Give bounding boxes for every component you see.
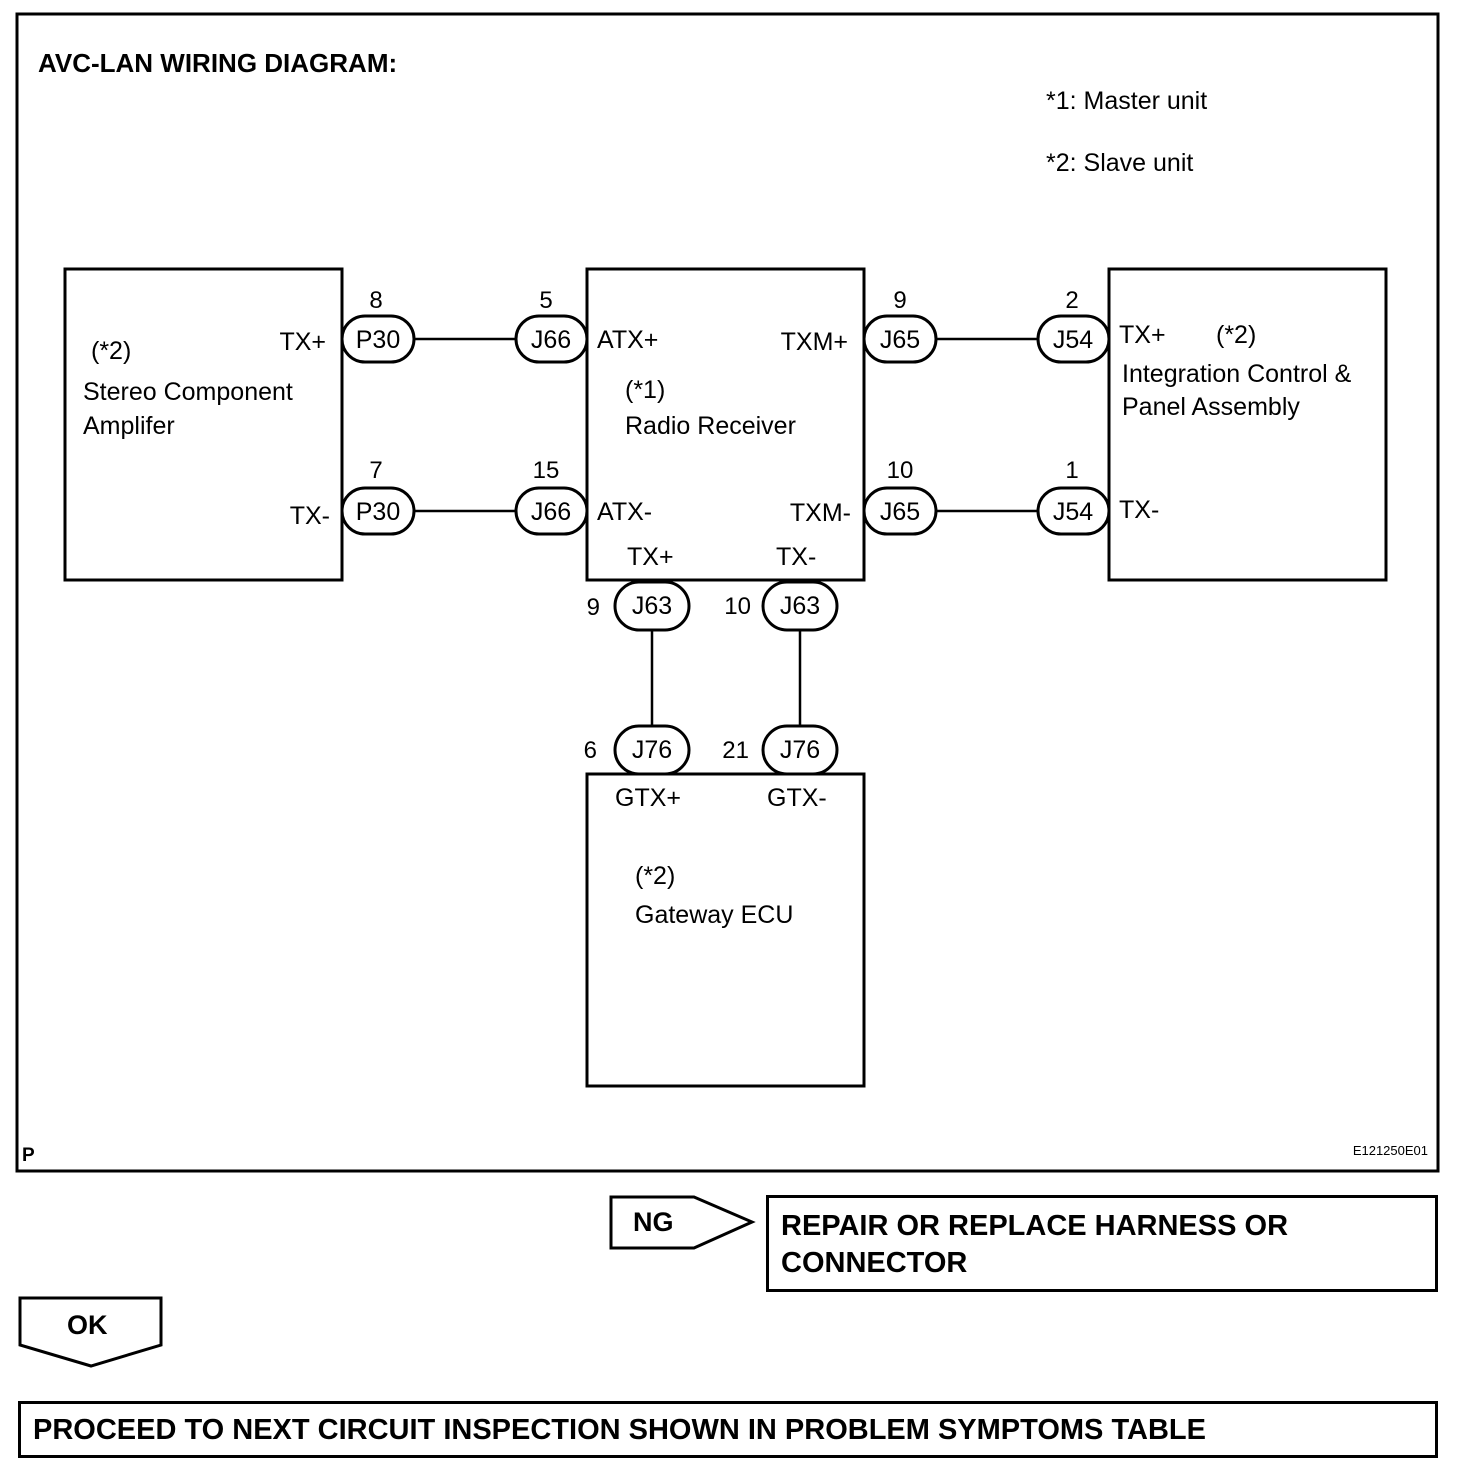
figure-id: E121250E01 <box>1353 1143 1428 1158</box>
gateway-note: (*2) <box>635 862 675 890</box>
radio-name: Radio Receiver <box>625 412 796 440</box>
amplifier-box <box>63 267 344 582</box>
connector-shapes <box>340 314 1111 776</box>
connector-id: J65 <box>880 498 920 526</box>
connector-j65-pin9 <box>862 314 938 364</box>
pin-number: 9 <box>587 594 600 621</box>
connector-id: J54 <box>1053 498 1093 526</box>
amplifier-name: Amplifer <box>83 412 175 440</box>
radio-pin-label: TXM+ <box>781 328 848 356</box>
pin-number: 10 <box>887 457 914 484</box>
ng-result-box: REPAIR OR REPLACE HARNESS OR CONNECTOR <box>766 1195 1438 1292</box>
connector-j76-pin21 <box>761 724 839 776</box>
integration-name: Panel Assembly <box>1122 393 1300 421</box>
gateway-pin-label: GTX- <box>767 784 827 812</box>
radio-pin-label: ATX- <box>597 498 652 526</box>
pin-number: 9 <box>893 287 906 314</box>
pin-number: 7 <box>369 457 382 484</box>
connector-id: J63 <box>632 592 672 620</box>
connector-j65-pin10 <box>862 486 938 536</box>
gateway-pin-label: GTX+ <box>615 784 681 812</box>
radio-receiver-box <box>585 267 866 582</box>
ng-arrow <box>609 1195 756 1250</box>
integration-panel-box <box>1107 267 1388 582</box>
ok-arrow <box>18 1296 163 1368</box>
pin-numbers: 8 7 5 15 9 10 2 1 9 10 6 21 <box>369 287 1078 764</box>
connector-j66-pin15 <box>514 486 589 536</box>
pin-number: 6 <box>584 737 597 764</box>
amplifier-note: (*2) <box>91 337 131 365</box>
pin-number: 2 <box>1065 287 1078 314</box>
integration-pin-label: TX+ <box>1119 321 1166 349</box>
integration-name: Integration Control & <box>1122 360 1352 388</box>
pin-number: 5 <box>539 287 552 314</box>
legend-slave: *2: Slave unit <box>1046 149 1193 177</box>
ng-result-line: REPAIR OR REPLACE HARNESS OR <box>781 1210 1289 1242</box>
connector-p30-pin7 <box>340 486 416 536</box>
amplifier-name: Stereo Component <box>83 378 293 406</box>
connector-ids: P30 P30 J66 J66 J65 J65 J54 J54 J63 J63 … <box>356 326 1093 764</box>
integration-pin-label: TX- <box>1119 496 1159 524</box>
component-labels: (*2) Stereo Component Amplifer TX+ TX- (… <box>83 321 1352 929</box>
connector-j54-pin1 <box>1036 486 1111 536</box>
diagram-title: AVC-LAN WIRING DIAGRAM: <box>38 48 397 78</box>
proceed-text: PROCEED TO NEXT CIRCUIT INSPECTION SHOWN… <box>33 1414 1206 1446</box>
legend-master: *1: Master unit <box>1046 87 1207 115</box>
connector-id: J66 <box>531 498 571 526</box>
diagram-frame <box>15 12 1440 1173</box>
connector-id: P30 <box>356 326 400 354</box>
radio-note: (*1) <box>625 376 665 404</box>
pin-number: 8 <box>369 287 382 314</box>
ng-result-line: CONNECTOR <box>781 1247 968 1279</box>
pin-number: 1 <box>1065 457 1078 484</box>
gateway-name: Gateway ECU <box>635 901 793 929</box>
connector-id: J63 <box>780 592 820 620</box>
connector-id: J76 <box>780 736 820 764</box>
amplifier-pin-label: TX+ <box>279 328 326 356</box>
proceed-box: PROCEED TO NEXT CIRCUIT INSPECTION SHOWN… <box>18 1401 1438 1458</box>
wires <box>414 337 1038 726</box>
connector-j63-pin9 <box>613 580 691 632</box>
amplifier-pin-label: TX- <box>290 502 330 530</box>
connector-j66-pin5 <box>514 314 589 364</box>
connector-id: J66 <box>531 326 571 354</box>
connector-j76-pin6 <box>613 724 691 776</box>
connector-id: P30 <box>356 498 400 526</box>
pin-number: 21 <box>722 737 749 764</box>
connector-id: J76 <box>632 736 672 764</box>
radio-pin-label: ATX+ <box>597 326 658 354</box>
radio-pin-label: TX+ <box>627 543 674 571</box>
ng-label: NG <box>633 1207 674 1237</box>
ok-label: OK <box>67 1310 108 1340</box>
pin-number: 10 <box>724 593 751 620</box>
connector-id: J54 <box>1053 326 1093 354</box>
connector-p30-pin8 <box>340 314 416 364</box>
connector-j63-pin10 <box>761 580 839 632</box>
radio-pin-label: TXM- <box>790 499 851 527</box>
pin-number: 15 <box>533 457 560 484</box>
radio-pin-label: TX- <box>776 543 816 571</box>
integration-note: (*2) <box>1216 321 1256 349</box>
connector-id: J65 <box>880 326 920 354</box>
gateway-ecu-box <box>585 772 866 1088</box>
connector-j54-pin2 <box>1036 314 1111 364</box>
corner-mark: P <box>22 1145 35 1166</box>
